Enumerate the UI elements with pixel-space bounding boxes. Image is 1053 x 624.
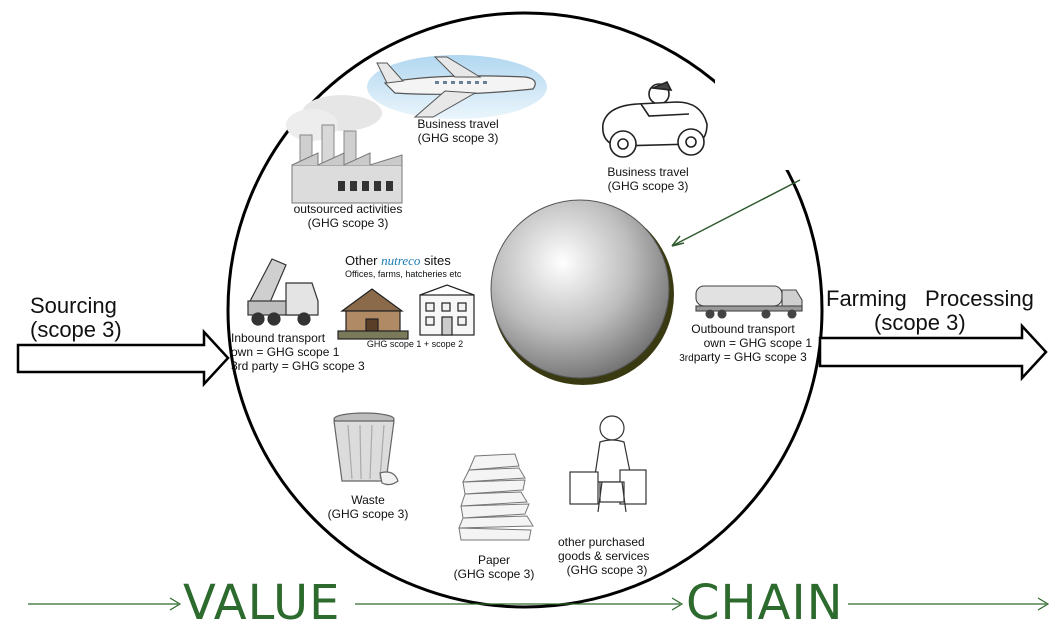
- car-icon: [601, 80, 708, 158]
- farming-processing-label: Farming Processing (scope 3): [826, 286, 1034, 335]
- building-icon: [337, 284, 475, 340]
- sites-scope-label: GHG scope 1 + scope 2: [366, 339, 464, 349]
- trash-can-icon: [333, 412, 399, 486]
- paper-stack-icon: [458, 453, 534, 541]
- connector-line: [671, 179, 801, 247]
- sourcing-label: Sourcing (scope 3): [30, 293, 122, 342]
- value-word: VALUE: [183, 575, 341, 624]
- factory-icon: [286, 95, 403, 204]
- paper-label: Paper (GHG scope 3): [453, 553, 535, 581]
- business-travel-air-label: Business travel (GHG scope 3): [417, 117, 499, 145]
- waste-label: Waste (GHG scope 3): [327, 493, 409, 521]
- center-disc: [490, 199, 674, 385]
- tanker-truck-icon: [695, 285, 803, 319]
- output-arrow: [818, 322, 1048, 382]
- shopper-icon: [569, 415, 647, 513]
- business-travel-car-label: Business travel (GHG scope 3): [607, 165, 689, 193]
- airplane-icon: [367, 55, 547, 119]
- outbound-transport-label: Outbound transport own = GHG scope 1 3rd…: [679, 322, 812, 364]
- inbound-transport-label: Inbound transport own = GHG scope 1 3rd …: [231, 331, 365, 373]
- value-chain-arrows: [28, 597, 1050, 611]
- dump-truck-icon: [247, 258, 319, 326]
- sites-title: Other nutreco sites Offices, farms, hatc…: [345, 253, 462, 279]
- outsourced-label: outsourced activities (GHG scope 3): [293, 202, 403, 230]
- goods-services-label: other purchased goods & services (GHG sc…: [558, 535, 650, 577]
- chain-word: CHAIN: [686, 575, 844, 624]
- nutreco-logo: nutreco: [381, 253, 421, 268]
- sourcing-arrow: [16, 328, 230, 388]
